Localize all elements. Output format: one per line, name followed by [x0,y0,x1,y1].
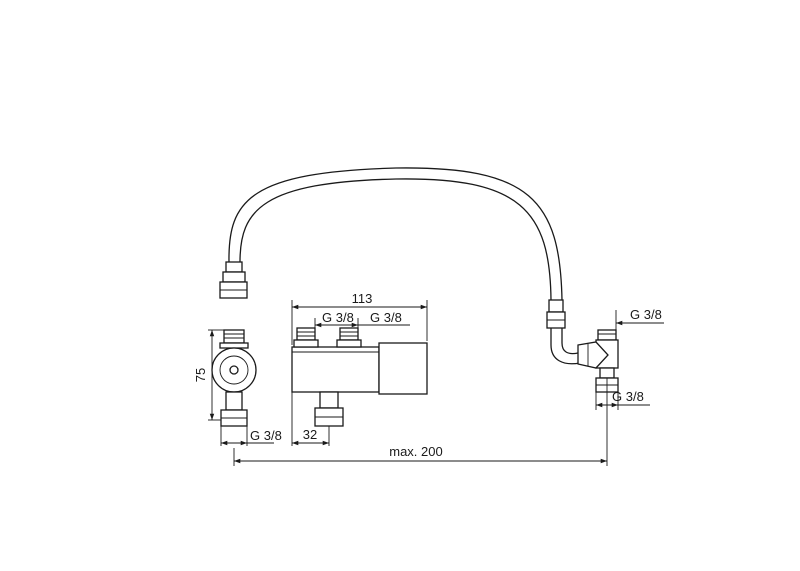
dim-angle-top-label: G 3/8 [630,307,662,322]
dim-113: 113 [291,291,428,345]
dim-angle-bottom-thread: G 3/8 [595,389,650,410]
dim-side-thread: G 3/8 [220,426,282,446]
dim-angle-bottom-label: G 3/8 [612,389,644,404]
dim-113-label: 113 [352,291,373,306]
dim-inlet-left-label: G 3/8 [322,310,354,325]
front-view [291,327,428,427]
dim-side-thread-label: G 3/8 [250,428,282,443]
dim-75: 75 [193,329,224,421]
dim-max-200-label: max. 200 [389,444,442,459]
dim-angle-top-thread: G 3/8 [615,307,664,330]
dim-75-label: 75 [193,368,208,382]
angle-valve [577,329,619,393]
dim-max-200: max. 200 [233,392,608,466]
side-view [211,329,257,427]
dim-inlet-right-label: G 3/8 [370,310,402,325]
dim-32-label: 32 [303,427,317,442]
dim-inlet-threads: G 3/8 G 3/8 [314,310,410,328]
dim-32: 32 [291,392,330,446]
flex-hose [219,167,581,365]
